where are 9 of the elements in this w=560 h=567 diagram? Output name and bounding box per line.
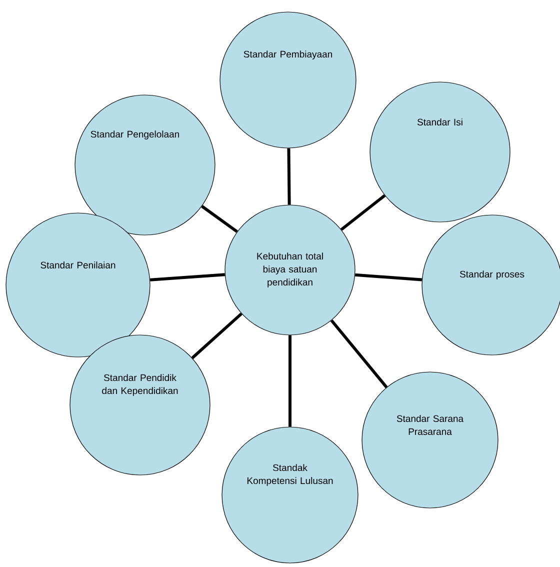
circle-node: Standar Pembiayaan <box>220 12 356 148</box>
circle-node: Standar Pengelolaan <box>74 94 216 236</box>
circle-node: Kebutuhan total biaya satuan pendidikan <box>224 204 356 336</box>
circle-node: Standar Sarana Prasarana <box>362 372 498 508</box>
circle-node: Standar Isi <box>370 82 510 222</box>
circle-node: Standar Pendidik dan Kependidikan <box>70 334 210 476</box>
circle-node: Standar Penilaian <box>6 212 150 358</box>
circle-node: Standar proses <box>422 214 560 356</box>
circle-node: Standak Kompetensi Lulusan <box>222 426 358 564</box>
